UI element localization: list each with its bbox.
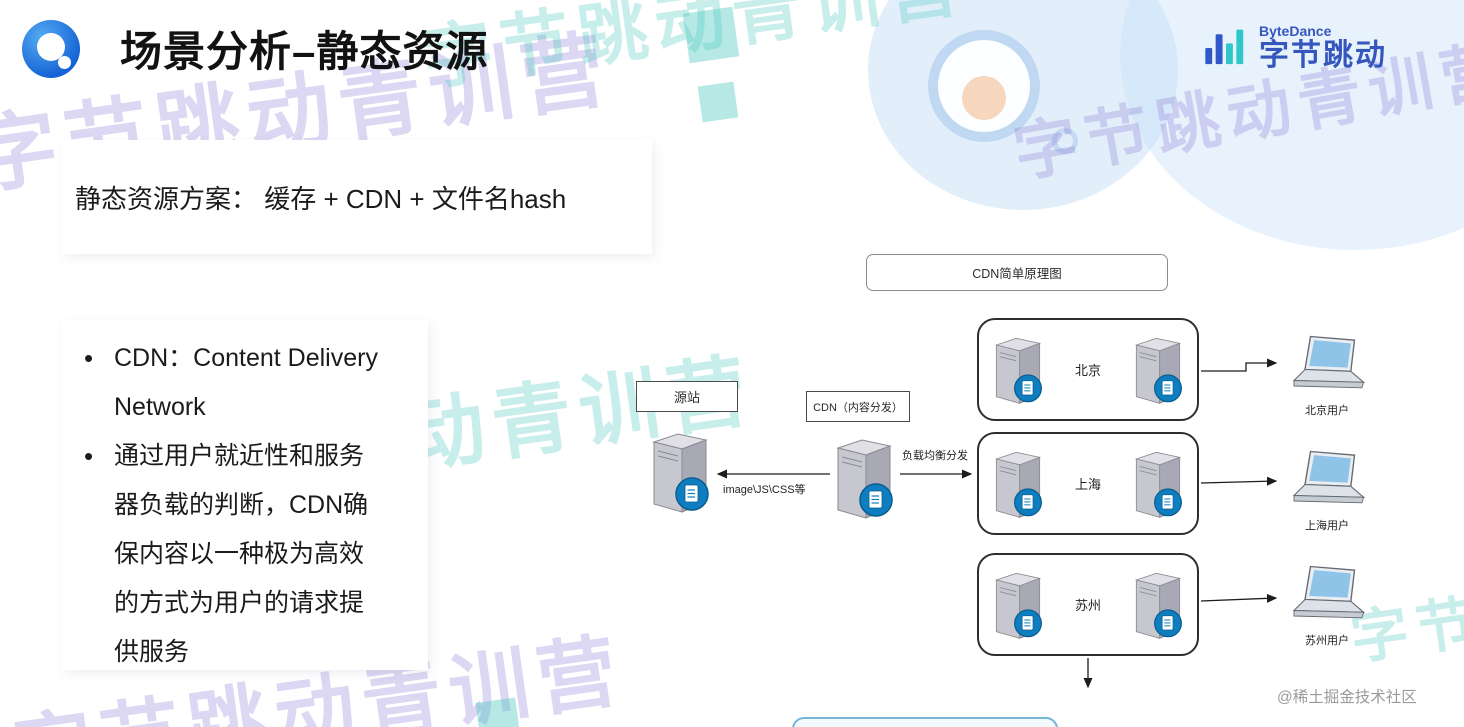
laptop-icon — [1283, 449, 1371, 509]
server-icon — [1131, 335, 1185, 405]
laptop-icon — [1283, 564, 1371, 624]
astronaut-face — [962, 76, 1006, 120]
cluster-city-label: 上海 — [1074, 477, 1101, 492]
brand-cn: 字节跳动 — [1259, 39, 1387, 73]
cluster-city-label: 北京 — [1074, 363, 1101, 378]
laptop-icon — [1283, 334, 1371, 394]
community-credit: @稀土掘金技术社区 — [1277, 689, 1417, 706]
bullet-icon: • — [84, 343, 94, 373]
node-cluster-suzhou: 苏州 — [977, 553, 1199, 656]
server-icon — [1131, 570, 1185, 640]
server-icon — [991, 335, 1045, 405]
edge-label-assets: image\JS\CSS等 — [723, 484, 806, 496]
list-item: • 通过用户就近性和服务器负载的判断，CDN确保内容以一种极为高效的方式为用户的… — [84, 432, 410, 677]
user-label: 北京用户 — [1305, 405, 1349, 417]
header: 场景分析–静态资源 — [22, 18, 488, 79]
cluster-city-label: 苏州 — [1074, 598, 1101, 613]
astronaut-illustration — [928, 30, 1040, 142]
diagram-title-box: CDN简单原理图 — [866, 254, 1168, 291]
bytedance-logo: ByteDance 字节跳动 — [1203, 23, 1387, 73]
server-icon — [832, 436, 896, 520]
node-cluster-shanghai: 上海 — [977, 432, 1199, 535]
brand-text: ByteDance 字节跳动 — [1259, 23, 1387, 73]
server-icon — [648, 430, 712, 514]
bullet-text: 通过用户就近性和服务器负载的判断，CDN确保内容以一种极为高效的方式为用户的请求… — [114, 442, 369, 666]
server-icon — [991, 570, 1045, 640]
bullet-icon: • — [84, 441, 94, 471]
server-icon — [991, 449, 1045, 519]
user-label: 上海用户 — [1305, 520, 1349, 532]
list-item: • CDN：Content Delivery Network — [84, 334, 410, 432]
edge-label-load-balance: 负载均衡分发 — [902, 450, 968, 462]
brand-name: ByteDance — [1259, 23, 1332, 39]
decor-ring — [1052, 128, 1078, 154]
plan-box: 静态资源方案： 缓存 + CDN + 文件名hash — [62, 140, 652, 254]
origin-site-box: 源站 — [636, 381, 738, 412]
plan-text: 静态资源方案： 缓存 + CDN + 文件名hash — [75, 183, 567, 214]
app-logo-icon — [22, 19, 80, 78]
bullet-list: • CDN：Content Delivery Network • 通过用户就近性… — [62, 320, 428, 670]
bullet-text: CDN：Content Delivery Network — [114, 344, 378, 421]
server-icon — [1131, 449, 1185, 519]
cdn-box: CDN（内容分发） — [806, 391, 910, 422]
node-cluster-beijing: 北京 — [977, 318, 1199, 421]
page-title: 场景分析–静态资源 — [120, 28, 489, 75]
bytedance-bars-icon — [1205, 29, 1244, 65]
user-label: 苏州用户 — [1305, 635, 1349, 647]
